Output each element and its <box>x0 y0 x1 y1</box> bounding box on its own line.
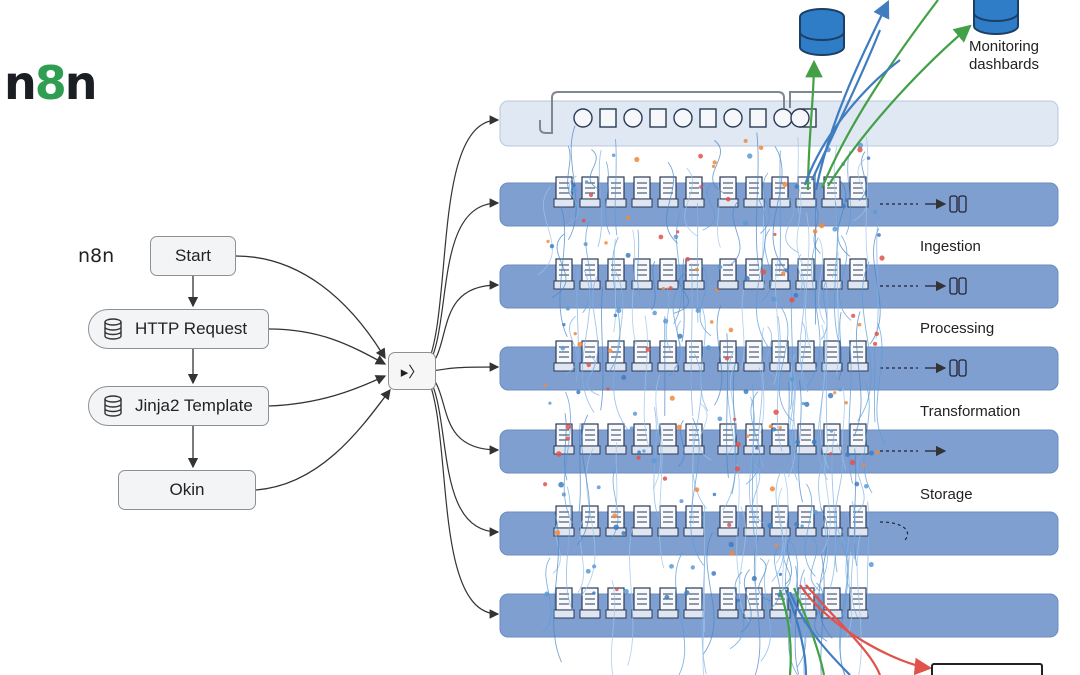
service-icon <box>790 108 810 128</box>
lane-label-processing: Processing <box>920 320 995 337</box>
jinja2-template-node-label: Jinja2 Template <box>135 396 253 415</box>
arrow-http-router <box>268 328 387 365</box>
n8n-wordmark-small: n8n <box>78 245 115 267</box>
service-icon <box>699 108 717 128</box>
jinja2-template-node[interactable]: Jinja2 Template <box>88 386 269 426</box>
server-card-icon <box>631 258 653 290</box>
lanes <box>499 176 1059 638</box>
server-card-icon <box>657 505 679 537</box>
okin-node-label: Okin <box>169 480 205 499</box>
cylinder-icon <box>949 195 958 213</box>
server-card-icon <box>717 505 739 537</box>
cylinder-icon <box>949 359 958 377</box>
server-card-icon <box>743 258 765 290</box>
header-pipe-right <box>789 91 842 108</box>
router-node[interactable]: ▸〉 <box>388 352 436 390</box>
server-card-icon <box>657 176 679 208</box>
start-node[interactable]: Start <box>150 236 236 276</box>
start-node-label: Start <box>175 246 211 265</box>
server-card-icon <box>743 176 765 208</box>
database-icon-2 <box>973 0 1019 35</box>
server-card-icon <box>683 340 705 372</box>
service-icon <box>723 108 743 128</box>
server-card-icon <box>631 505 653 537</box>
server-card-icon <box>579 176 601 208</box>
server-card-icon <box>683 176 705 208</box>
server-card-icon <box>847 176 869 208</box>
lane-label-ingestion: Ingestion <box>920 238 981 255</box>
cylinder-icon <box>958 359 967 377</box>
server-card-icon <box>683 505 705 537</box>
server-card-icon <box>553 423 575 455</box>
server-card-icon <box>847 258 869 290</box>
server-card-icon <box>743 587 765 619</box>
server-card-icon <box>847 505 869 537</box>
service-icon <box>773 108 793 128</box>
server-card-icon <box>553 258 575 290</box>
server-card-icon <box>717 587 739 619</box>
lane-label-storage: Storage <box>920 486 973 503</box>
router-fanout-arrow <box>423 370 500 619</box>
server-card-icon <box>847 340 869 372</box>
output-panel <box>931 663 1043 675</box>
database-icon <box>104 318 122 340</box>
server-card-icon <box>605 587 627 619</box>
server-card-icon <box>631 176 653 208</box>
router-icon: ▸〉 <box>400 363 424 381</box>
arrow-okin-router <box>255 388 391 491</box>
server-card-icon <box>657 587 679 619</box>
database-icon-1 <box>799 8 845 56</box>
server-card-icon <box>795 340 817 372</box>
server-card-icon <box>631 423 653 455</box>
server-card-icon <box>657 258 679 290</box>
monitoring-dashboards-label: Monitoring dashbards <box>968 38 1040 73</box>
server-card-icon <box>795 423 817 455</box>
workflow-connectors <box>187 255 391 491</box>
lane-label-transformation: Transformation <box>920 403 1021 420</box>
server-card-icon <box>579 340 601 372</box>
header-pipe <box>539 91 785 134</box>
arrow-jinja-router <box>268 375 387 407</box>
server-card-icon <box>657 423 679 455</box>
database-icon <box>104 395 122 417</box>
server-card-icon <box>631 340 653 372</box>
service-icon <box>749 108 767 128</box>
server-card-icon <box>605 258 627 290</box>
okin-node[interactable]: Okin <box>118 470 256 510</box>
http-request-node-label: HTTP Request <box>135 319 248 338</box>
top-lane-icons <box>573 108 817 128</box>
server-card-icon <box>795 258 817 290</box>
server-card-icon <box>717 176 739 208</box>
http-request-node[interactable]: HTTP Request <box>88 309 269 349</box>
server-card-icon <box>717 258 739 290</box>
service-icon <box>623 108 643 128</box>
arrow-start-router <box>235 255 386 360</box>
server-card-icon <box>847 587 869 619</box>
service-icon <box>649 108 667 128</box>
cylinder-icon <box>958 277 967 295</box>
service-icon <box>599 108 617 128</box>
server-card-icon <box>795 505 817 537</box>
server-card-icon <box>821 340 843 372</box>
server-card-icon <box>743 340 765 372</box>
cylinder-icon <box>949 277 958 295</box>
server-card-icon <box>553 587 575 619</box>
service-icon <box>673 108 693 128</box>
router-fanout-arrow <box>423 198 500 372</box>
cylinder-icon <box>958 195 967 213</box>
router-fanout-arrow <box>423 115 500 372</box>
flow-lines <box>538 125 886 675</box>
server-card-icon <box>631 587 653 619</box>
server-card-icon <box>683 258 705 290</box>
n8n-logo: n8n <box>4 56 97 110</box>
server-card-icon <box>657 340 679 372</box>
router-fanout-arrow <box>423 370 500 537</box>
output-flows <box>778 0 972 675</box>
server-card-icon <box>553 340 575 372</box>
service-icon <box>573 108 593 128</box>
server-card-icon <box>579 587 601 619</box>
